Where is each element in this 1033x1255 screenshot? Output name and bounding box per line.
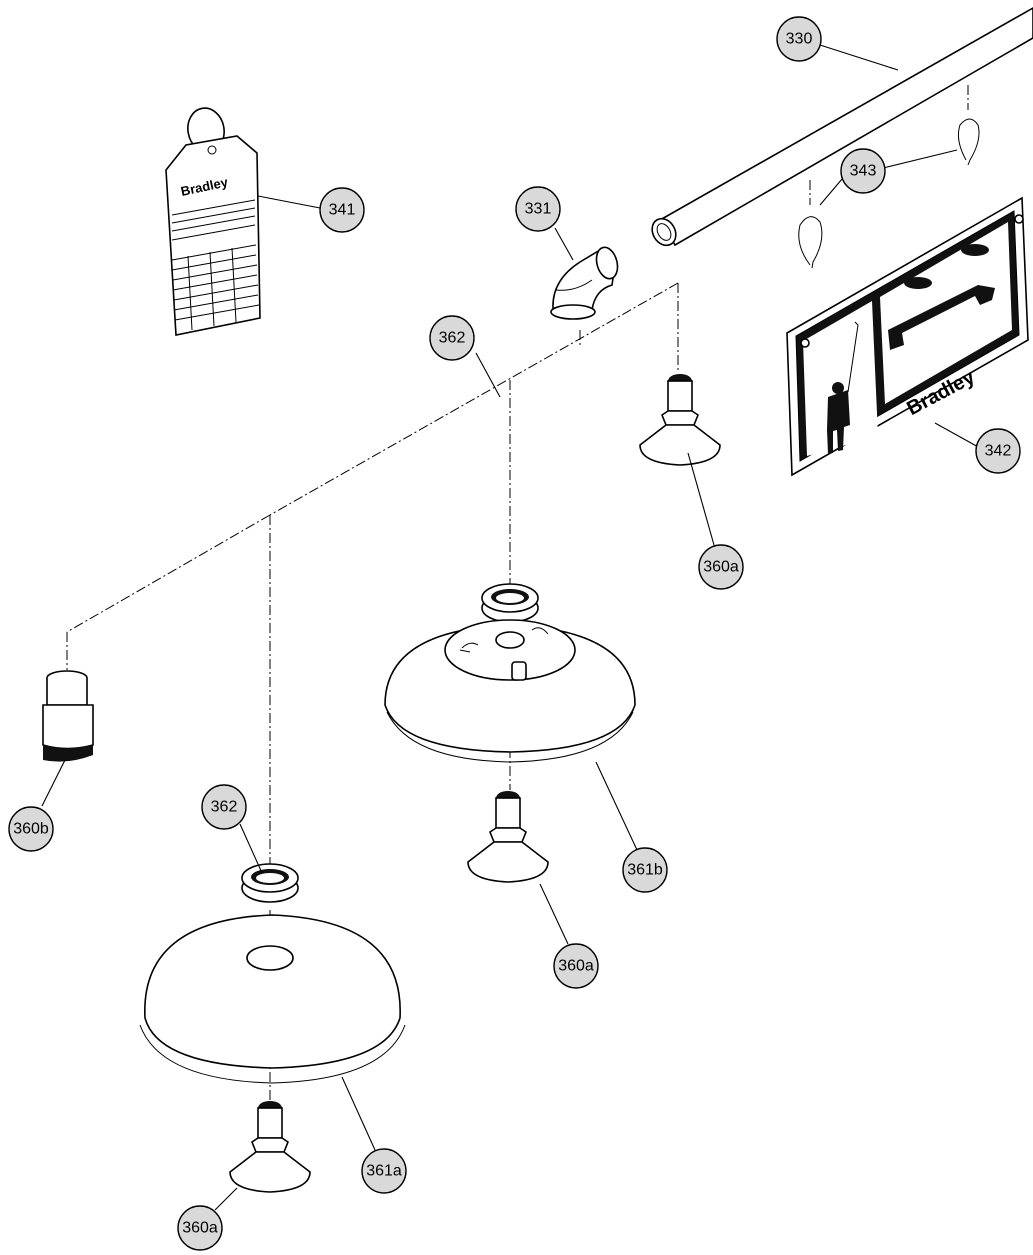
callout-362-mid: 362 — [429, 315, 475, 361]
safety-sign-342: Bradley — [786, 196, 1029, 477]
showerhead-360a-mid — [467, 791, 549, 883]
elbow-331 — [550, 246, 619, 320]
callout-362-mid-label: 362 — [439, 330, 466, 347]
bowl-361b — [384, 619, 636, 763]
callout-343-label: 343 — [850, 163, 877, 180]
callout-342-label: 342 — [985, 443, 1012, 460]
callout-360b: 360b — [8, 806, 54, 852]
callout-362-low-label: 362 — [211, 799, 238, 816]
callout-361a-label: 361a — [366, 1163, 402, 1180]
callout-331-label: 331 — [525, 201, 552, 218]
callout-341: 341 — [319, 187, 365, 233]
callout-360a-low-label: 360a — [182, 1220, 218, 1237]
inspection-tag-341: Bradley — [165, 107, 261, 336]
leader-lines — [41, 44, 981, 1211]
callout-360a-top: 360a — [698, 544, 744, 590]
callout-341-label: 341 — [329, 202, 356, 219]
callout-360a-top-label: 360a — [703, 559, 739, 576]
bowl-361a — [139, 914, 406, 1084]
showerhead-360a-low — [229, 1101, 311, 1193]
callout-360a-mid: 360a — [553, 943, 599, 989]
callout-343: 343 — [840, 148, 886, 194]
showerhead-360a-top — [639, 374, 721, 466]
callout-361b-label: 361b — [627, 862, 663, 879]
clip-343-left — [798, 216, 823, 269]
ring-362-mid — [481, 583, 539, 623]
callout-360b-label: 360b — [13, 821, 49, 838]
callout-342: 342 — [975, 428, 1021, 474]
callout-330: 330 — [776, 16, 822, 62]
callout-361b: 361b — [622, 847, 668, 893]
callout-360a-mid-label: 360a — [558, 958, 594, 975]
callout-360a-low: 360a — [177, 1205, 223, 1251]
callout-361a: 361a — [361, 1148, 407, 1194]
callout-330-label: 330 — [786, 31, 813, 48]
ring-362-low — [241, 863, 299, 903]
pipe-330 — [651, 7, 1033, 247]
callout-331: 331 — [515, 186, 561, 232]
nozzle-360b — [42, 670, 94, 762]
clip-343-right — [958, 118, 980, 166]
callout-362-low: 362 — [201, 784, 247, 830]
